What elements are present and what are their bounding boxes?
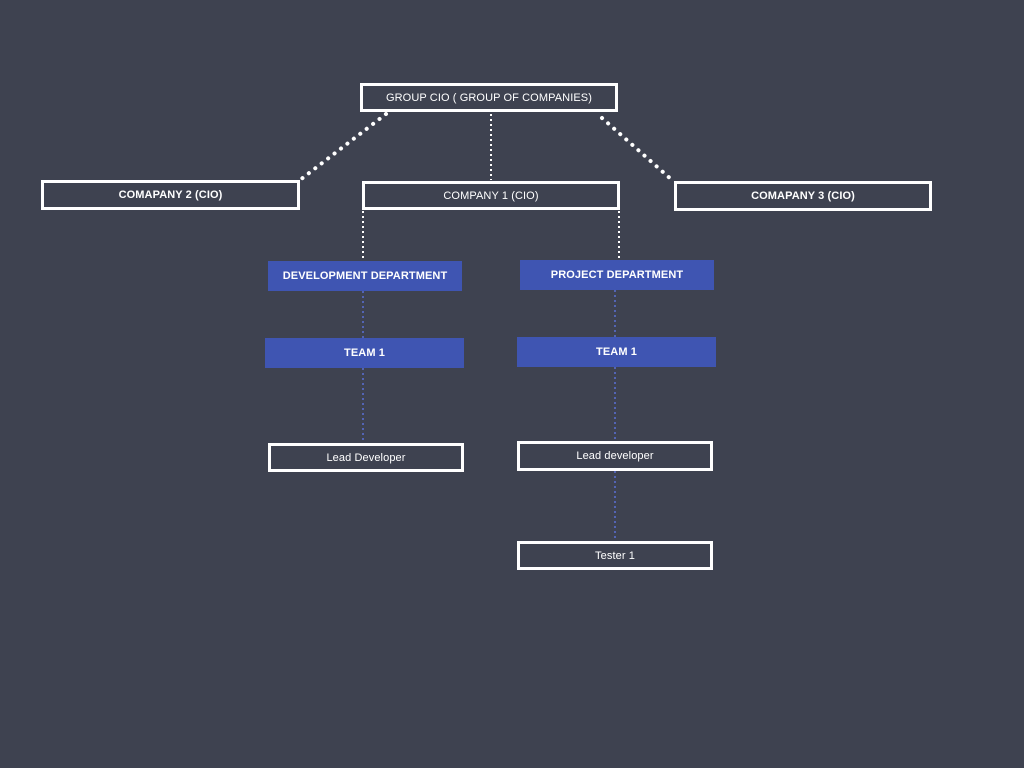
connector-group-to-company-3 (600, 116, 674, 182)
company-2-node: COMAPANY 2 (CIO) (41, 180, 300, 210)
project-department-node: PROJECT DEPARTMENT (520, 260, 714, 290)
lead-developer-project-node: Lead developer (517, 441, 713, 471)
group-cio-node: GROUP CIO ( GROUP OF COMPANIES) (360, 83, 618, 112)
lead-developer-dev-node: Lead Developer (268, 443, 464, 472)
tester-1-node: Tester 1 (517, 541, 713, 570)
company-3-node: COMAPANY 3 (CIO) (674, 181, 932, 211)
project-team-1-node: TEAM 1 (517, 337, 716, 367)
development-department-node: DEVELOPMENT DEPARTMENT (268, 261, 462, 291)
dev-team-1-node: TEAM 1 (265, 338, 464, 368)
connector-group-to-company-2 (298, 112, 388, 182)
company-1-node: COMPANY 1 (CIO) (362, 181, 620, 210)
